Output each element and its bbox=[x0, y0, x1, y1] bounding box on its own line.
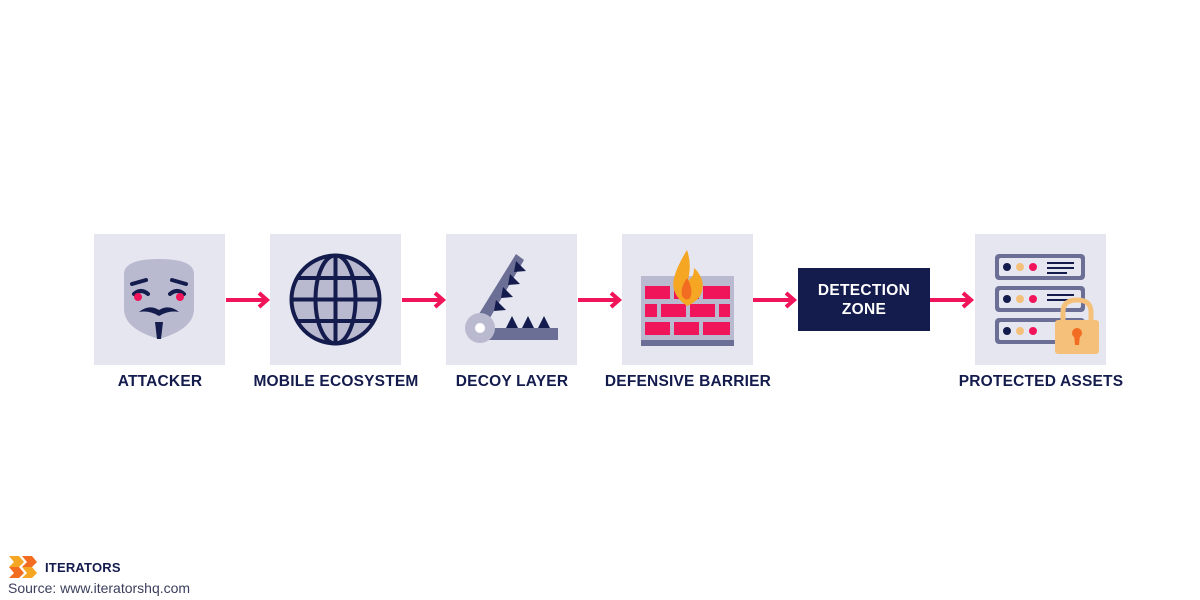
decoy-layer-node bbox=[446, 234, 577, 365]
label-decoy-layer: DECOY LAYER bbox=[455, 373, 569, 390]
brand-logo: ITERATORS bbox=[9, 556, 121, 578]
arrow-4 bbox=[753, 291, 798, 309]
mask-icon bbox=[124, 259, 194, 339]
mobile-ecosystem-node bbox=[270, 234, 401, 365]
firewall-icon bbox=[641, 250, 734, 346]
globe-icon bbox=[289, 253, 382, 346]
source-text: Source: www.iteratorshq.com bbox=[8, 580, 191, 596]
label-mobile-ecosystem: MOBILE ECOSYSTEM bbox=[253, 373, 419, 390]
server-lock-icon bbox=[995, 254, 1099, 354]
brand-name: ITERATORS bbox=[45, 559, 121, 575]
arrow-1 bbox=[226, 291, 271, 309]
label-protected-assets: PROTECTED ASSETS bbox=[958, 373, 1124, 390]
detection-zone-line1: DETECTION bbox=[817, 281, 911, 299]
label-attacker: ATTACKER bbox=[117, 373, 203, 390]
detection-zone-line2: ZONE bbox=[841, 300, 887, 318]
arrow-3 bbox=[578, 291, 623, 309]
trap-icon bbox=[465, 254, 558, 343]
iterators-logo-icon bbox=[9, 556, 37, 578]
arrow-2 bbox=[402, 291, 447, 309]
protected-assets-node bbox=[975, 234, 1106, 365]
defensive-barrier-node bbox=[622, 234, 753, 365]
attacker-node bbox=[94, 234, 225, 365]
label-defensive-barrier: DEFENSIVE BARRIER bbox=[604, 373, 772, 390]
arrow-5 bbox=[930, 291, 975, 309]
detection-zone-box: DETECTION ZONE bbox=[798, 268, 930, 331]
